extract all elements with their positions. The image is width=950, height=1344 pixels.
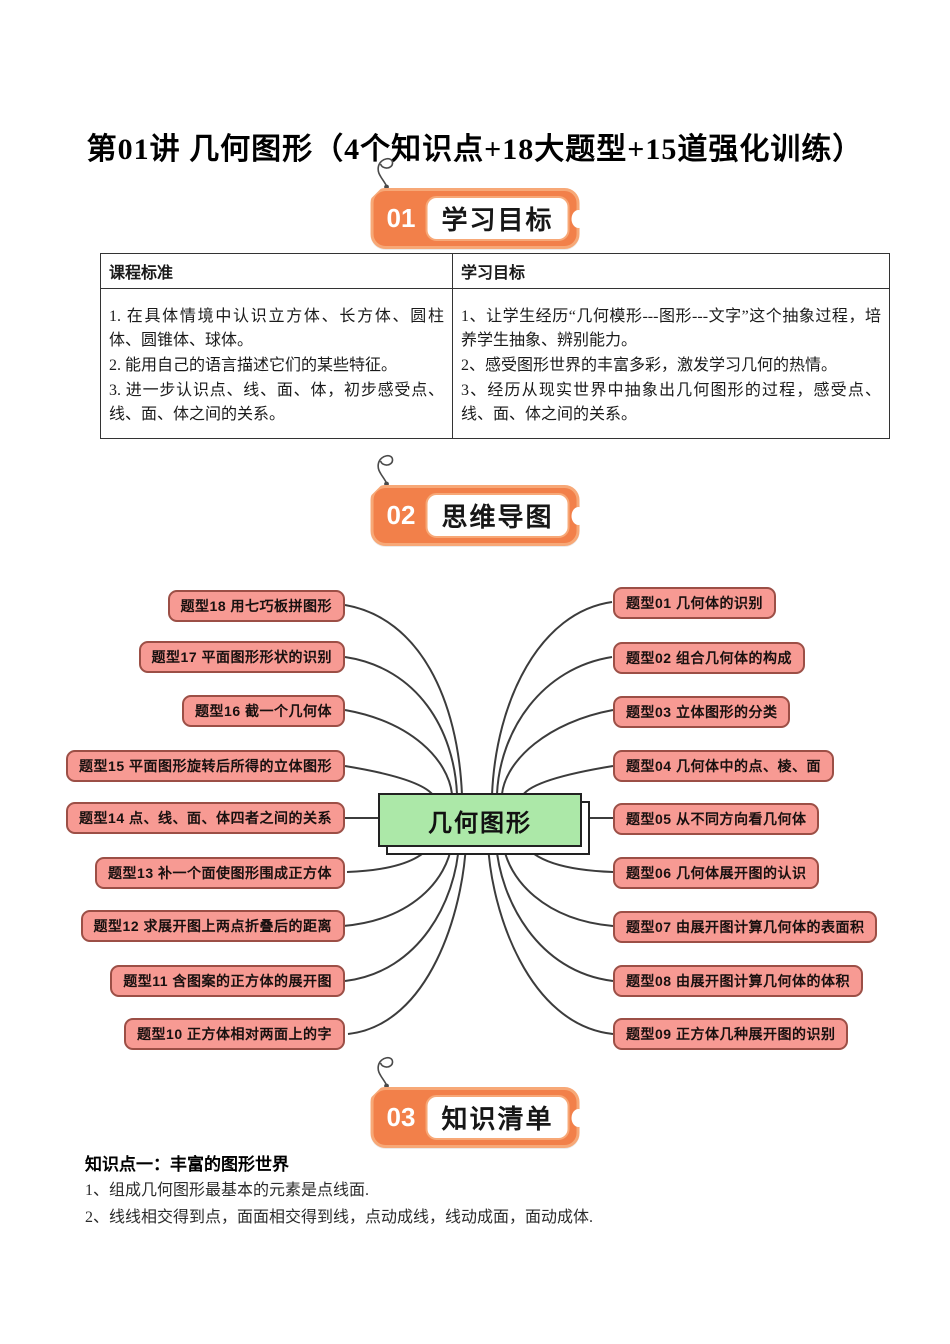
section-number: 02: [386, 500, 416, 530]
mindmap-node: 题型18 用七巧板拼图形: [167, 590, 345, 622]
mindmap-node: 题型04 几何体中的点、棱、面: [613, 750, 834, 782]
knowledge-section: 知识点一：丰富的图形世界 1、组成几何图形最基本的元素是点线面. 2、线线相交得…: [85, 1150, 895, 1233]
mindmap-node: 题型06 几何体展开图的认识: [613, 857, 820, 889]
knowledge-line: 1、组成几何图形最基本的元素是点线面.: [85, 1182, 370, 1199]
mindmap-node: 题型15 平面图形旋转后所得的立体图形: [66, 750, 345, 782]
table-header-course-standard: 课程标准: [100, 253, 453, 289]
badge-notch-decoration: [571, 1108, 586, 1127]
badge-fold-decoration: [370, 1087, 382, 1098]
learning-goals-table: 课程标准 学习目标 1. 在具体情境中认识立方体、长方体、圆柱体、圆锥体、球体。…: [100, 253, 890, 439]
table-header-learning-goal: 学习目标: [452, 253, 890, 289]
badge-fold-decoration: [370, 188, 382, 199]
goal-item: 1、让学生经历“几何模形---图形---文字”这个抽象过程，培养学生抽象、辨别能…: [461, 308, 881, 349]
table-body-row: 1. 在具体情境中认识立方体、长方体、圆柱体、圆锥体、球体。 2. 能用自己的语…: [100, 288, 890, 439]
learning-goal-cell: 1、让学生经历“几何模形---图形---文字”这个抽象过程，培养学生抽象、辨别能…: [452, 288, 890, 439]
mindmap-node: 题型01 几何体的识别: [613, 587, 776, 619]
standard-item: 2. 能用自己的语言描述它们的某些特征。: [109, 357, 398, 374]
goal-item: 2、感受图形世界的丰富多彩，激发学习几何的热情。: [461, 357, 838, 374]
course-standard-cell: 1. 在具体情境中认识立方体、长方体、圆柱体、圆锥体、球体。 2. 能用自己的语…: [100, 288, 453, 439]
mindmap-node: 题型11 含图案的正方体的展开图: [110, 965, 345, 997]
badge-fold-decoration: [370, 485, 382, 496]
mindmap-node: 题型14 点、线、面、体四者之间的关系: [66, 802, 345, 834]
section-header-03: 03 知识清单: [370, 1056, 586, 1148]
mindmap-node: 题型12 求展开图上两点折叠后的距离: [80, 910, 345, 942]
squiggle-clip-icon: [377, 454, 394, 487]
section-badge: 01 学习目标: [370, 188, 586, 249]
section-header-02: 02 思维导图: [370, 454, 586, 546]
mindmap-node: 题型08 由展开图计算几何体的体积: [613, 965, 863, 997]
mindmap-node: 题型02 组合几何体的构成: [613, 642, 805, 674]
standard-item: 3. 进一步认识点、线、面、体，初步感受点、线、面、体之间的关系。: [109, 382, 444, 423]
mindmap-connectors: [342, 601, 614, 1035]
mindmap-node: 题型09 正方体几种展开图的识别: [613, 1018, 849, 1050]
mindmap-node: 题型07 由展开图计算几何体的表面积: [613, 911, 878, 943]
mindmap-node: 题型17 平面图形形状的识别: [138, 641, 345, 673]
squiggle-clip-icon: [377, 1056, 394, 1089]
page-title: 第01讲 几何图形（4个知识点+18大题型+15道强化训练）: [86, 133, 864, 167]
badge-notch-decoration: [571, 506, 586, 525]
knowledge-point-heading: 知识点一：丰富的图形世界: [85, 1155, 289, 1174]
badge-notch-decoration: [571, 209, 586, 228]
section-label: 思维导图: [425, 493, 570, 538]
section-badge: 02 思维导图: [370, 485, 586, 546]
section-label: 学习目标: [425, 196, 570, 241]
mindmap-center-node: 几何图形: [378, 793, 582, 847]
mindmap-node: 题型03 立体图形的分类: [613, 696, 791, 728]
goal-item: 3、经历从现实世界中抽象出几何图形的过程，感受点、线、面、体之间的关系。: [461, 382, 881, 423]
table-header-row: 课程标准 学习目标: [100, 253, 890, 289]
section-badge: 03 知识清单: [370, 1087, 586, 1148]
mindmap-node: 题型10 正方体相对两面上的字: [124, 1018, 345, 1050]
standard-item: 1. 在具体情境中认识立方体、长方体、圆柱体、圆锥体、球体。: [109, 308, 444, 349]
mindmap-node: 题型13 补一个面使图形围成正方体: [95, 857, 345, 889]
squiggle-clip-icon: [377, 157, 394, 190]
knowledge-line: 2、线线相交得到点，面面相交得到线，点动成线，线动成面，面动成体.: [85, 1209, 594, 1227]
section-number: 03: [386, 1102, 416, 1132]
mindmap-node: 题型16 截一个几何体: [182, 695, 345, 727]
mindmap: 几何图形 题型18 用七巧板拼图形 题型17 平面图形形状的识别 题型16 截一…: [0, 570, 950, 1070]
section-label: 知识清单: [425, 1095, 570, 1140]
section-number: 01: [386, 203, 416, 233]
section-header-01: 01 学习目标: [370, 157, 586, 249]
mindmap-node: 题型05 从不同方向看几何体: [613, 803, 820, 835]
